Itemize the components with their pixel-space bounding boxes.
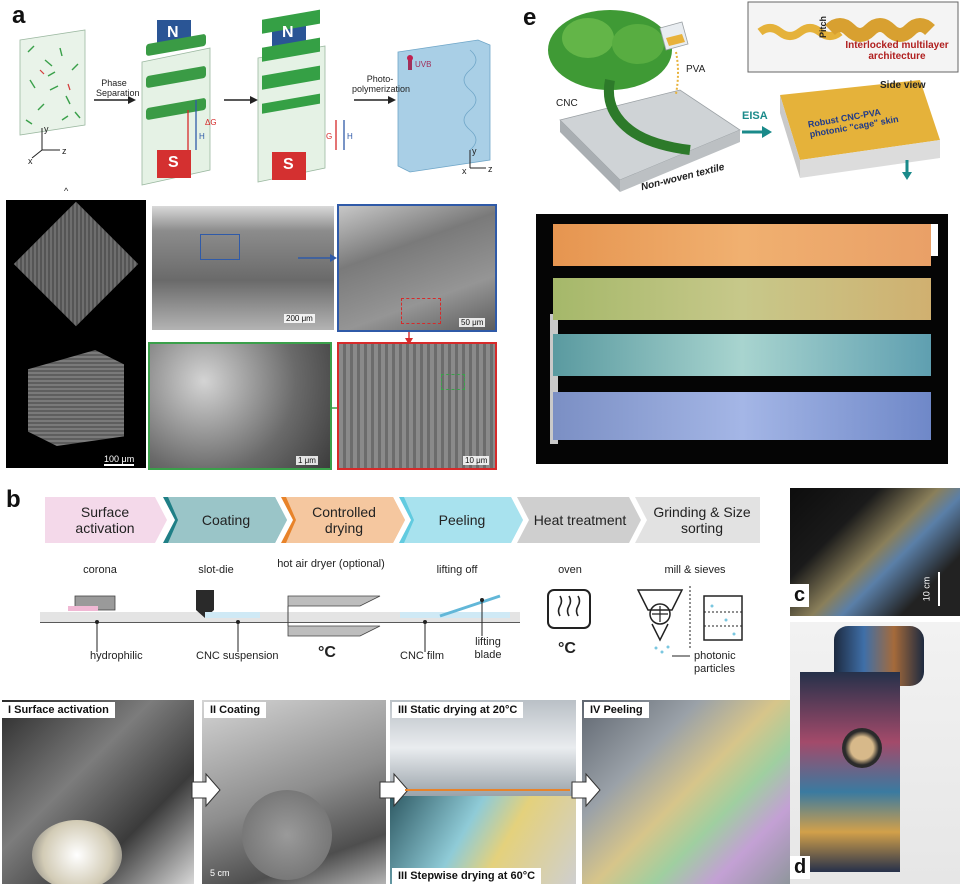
panel-label-e: e — [523, 4, 537, 31]
uvb-label: UVB — [415, 60, 432, 69]
mill-icon — [636, 589, 684, 654]
callout-photonic-particles: photonic particles — [694, 650, 736, 675]
pva-label: PVA — [686, 64, 706, 75]
rendered-cube — [28, 350, 124, 446]
photo-coating — [202, 700, 386, 884]
delta-g-label: ΔG — [205, 118, 217, 127]
pva-beaker-icon — [659, 21, 689, 95]
roll-2 — [842, 728, 882, 768]
callout-cnc-film: CNC film — [400, 650, 444, 662]
3d-render-panel: 100 μm — [6, 200, 146, 468]
equip-hot-air-dryer: hot air dryer (optional) — [277, 558, 385, 570]
magnet-n-1: N — [167, 24, 179, 41]
panel-label-b: b — [6, 486, 21, 513]
photo-label-2: II Coating — [204, 702, 267, 718]
sem-zoom-red: 10 μm — [337, 342, 497, 470]
callout-cnc-suspension: CNC suspension — [196, 650, 279, 662]
axis-y-1: y — [44, 124, 49, 134]
callout-hydrophilic: hydrophilic — [90, 650, 143, 662]
photo-panel-d: d — [790, 622, 960, 884]
callout-lifting-blade: lifting blade — [474, 636, 502, 661]
scale-bar-10cm — [938, 572, 940, 606]
photo-peeling — [582, 700, 790, 884]
photo-surface-activation — [2, 700, 194, 884]
axis-x-4: x — [462, 166, 467, 176]
aligned-slab — [257, 9, 345, 183]
scale-1um: 1 μm — [296, 456, 318, 465]
step-surface-activation: Surface activation — [75, 504, 135, 536]
equip-mill-sieves: mill & sieves — [664, 564, 726, 576]
photo-polymerization-label: Photo-polymerization — [352, 74, 411, 94]
photo-label-4: IV Peeling — [584, 702, 649, 718]
magnet-s-2: S — [283, 156, 294, 173]
scale-5cm: 5 cm — [210, 868, 230, 878]
axis-x-1: x — [28, 156, 33, 166]
phase-separation-label: Phase Separation — [96, 78, 140, 98]
axis-y-4: y — [472, 146, 477, 156]
photo-panel-c: 10 cm c — [790, 488, 960, 616]
ruler — [550, 314, 558, 444]
scale-200um: 200 μm — [284, 314, 315, 323]
cnc-label: CNC — [556, 98, 578, 109]
oven-icon — [547, 589, 591, 629]
stripe-blue — [553, 392, 931, 440]
photopolymerized-slab — [397, 39, 491, 173]
film-strip — [800, 672, 900, 872]
sem-zoom-blue: 50 μm — [337, 204, 497, 332]
stripe-orange — [553, 224, 931, 266]
axis-z-1: z — [62, 146, 67, 156]
panel-label-a: a — [12, 2, 26, 29]
equip-lifting-off: lifting off — [436, 564, 478, 576]
side-view-inset — [747, 1, 959, 73]
panel-e-schematic — [548, 1, 959, 192]
scale-100um: 100 μm — [104, 454, 135, 466]
equip-slot-die: slot-die — [198, 564, 234, 576]
sem-cross-section: 200 μm — [152, 206, 334, 330]
stripe-teal — [553, 334, 931, 376]
step-coating: Coating — [201, 512, 251, 528]
axis-z-4: z — [488, 164, 493, 174]
equipment-diagrams — [40, 586, 743, 657]
temp-icon-2: °C — [558, 640, 576, 657]
magnet-n-2: N — [282, 24, 294, 41]
random-cnc-slab — [19, 29, 86, 159]
step-heat-treatment: Heat treatment — [533, 512, 627, 528]
scale-bar-white — [928, 224, 938, 256]
sem-zoom-green: 1 μm — [148, 342, 332, 470]
panel-a-schematic — [19, 9, 491, 186]
eisa-label: EISA — [742, 110, 768, 122]
photo-label-3a: III Static drying at 20°C — [392, 702, 524, 718]
scale-10cm: 10 cm — [921, 576, 932, 602]
interlocked-label: Interlocked multilayer architecture — [845, 40, 949, 62]
equip-corona: corona — [83, 564, 117, 576]
equip-oven: oven — [558, 564, 582, 576]
process-chevrons — [45, 497, 760, 543]
step-grinding: Grinding & Size sorting — [653, 504, 751, 536]
caret-mark: ^ — [64, 186, 69, 196]
panel-label-c: c — [790, 584, 810, 607]
stripe-green — [553, 278, 931, 320]
sieves-icon — [703, 595, 743, 641]
step-controlled-drying: Controlled drying — [312, 504, 376, 536]
uvb-lamp-icon — [407, 55, 413, 70]
magnet-s-1: S — [168, 154, 179, 171]
side-view-label: Side view — [880, 80, 926, 91]
g-label-2: G — [326, 132, 333, 141]
temp-icon-1: °C — [318, 644, 336, 661]
panel-label-d: d — [790, 856, 811, 879]
photo-label-3b: III Stepwise drying at 60°C — [392, 868, 542, 884]
h-label-2: H — [347, 132, 353, 141]
h-label-1: H — [199, 132, 205, 141]
step-peeling: Peeling — [438, 512, 486, 528]
photo-label-1: I Surface activation — [2, 702, 115, 718]
scale-10um: 10 μm — [463, 456, 490, 465]
scale-50um: 50 μm — [459, 318, 486, 327]
